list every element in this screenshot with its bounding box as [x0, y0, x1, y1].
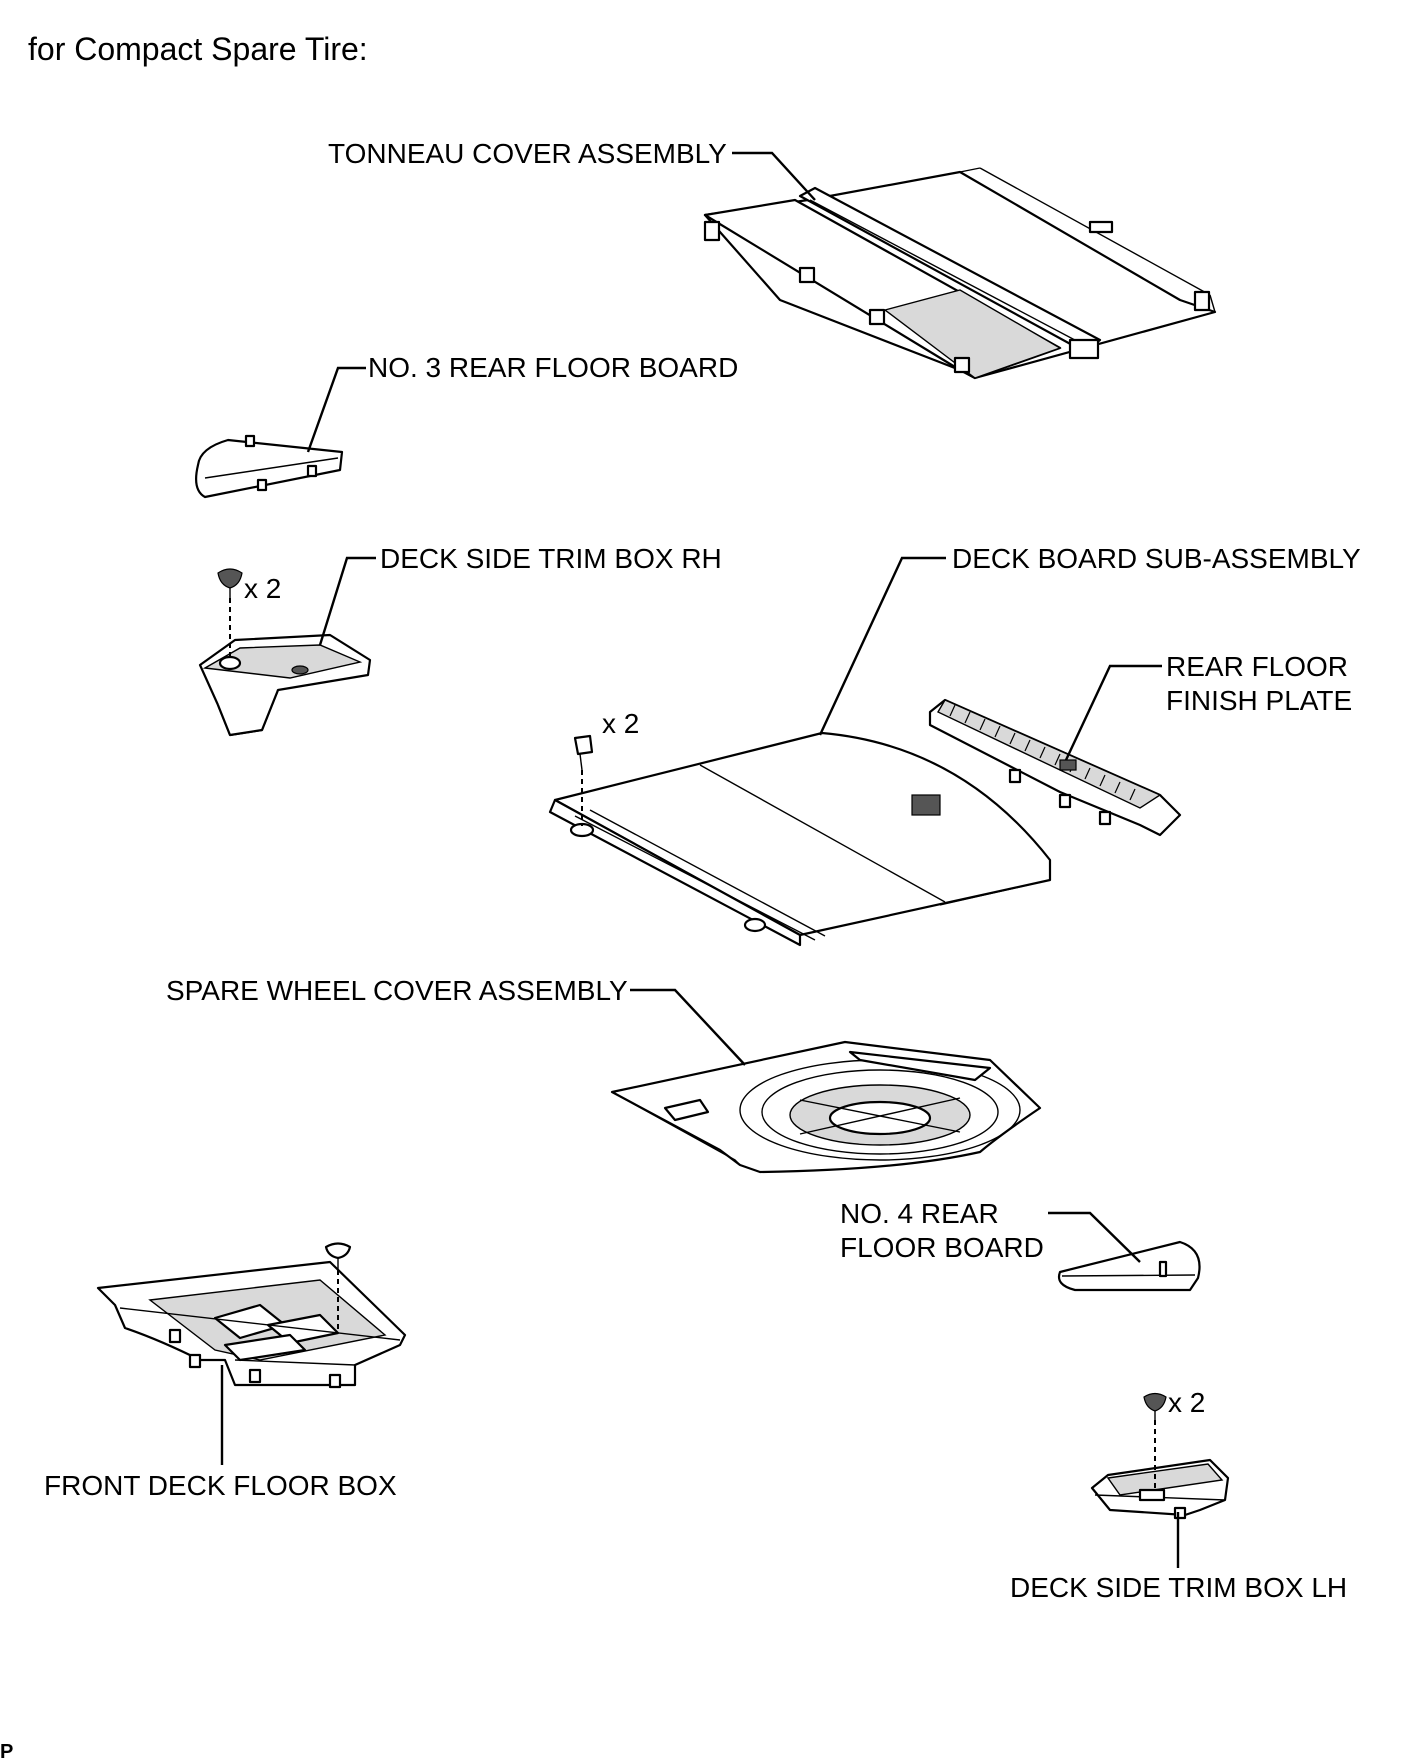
leader-rear-floor-finish-plate [1064, 664, 1162, 761]
deck-side-trim-box-rh [198, 633, 372, 737]
rh-clip-quantity: x 2 [244, 573, 281, 604]
deck-board-bolt-icon [573, 734, 594, 826]
label-no4-rear-floor-board-line2: FLOOR BOARD [840, 1232, 1044, 1263]
leader-no3-rear-floor-board [306, 366, 366, 453]
label-rear-floor-finish-plate-line1: REAR FLOOR [1166, 651, 1348, 682]
rh-clip-icon [217, 568, 243, 660]
deck-side-trim-box-lh [1090, 1458, 1230, 1520]
deck-board-sub-assembly [548, 731, 1052, 947]
no4-rear-floor-board [1057, 1240, 1201, 1292]
label-deck-side-trim-box-rh: DECK SIDE TRIM BOX RH [380, 543, 722, 574]
leader-tonneau-cover [732, 151, 816, 201]
leader-no4-rear-floor-board [1048, 1211, 1141, 1263]
tonneau-cover-assembly [703, 167, 1217, 380]
deck-board-bolt-quantity: x 2 [602, 708, 639, 739]
label-spare-wheel-cover-assembly: SPARE WHEEL COVER ASSEMBLY [166, 975, 628, 1006]
leader-deck-side-trim-box-rh [318, 556, 376, 646]
front-deck-floor-box-clip-icon [324, 1242, 352, 1330]
lh-clip-icon [1143, 1392, 1167, 1488]
label-deck-board-sub-assembly: DECK BOARD SUB-ASSEMBLY [952, 543, 1361, 574]
label-no3-rear-floor-board: NO. 3 REAR FLOOR BOARD [368, 352, 738, 383]
front-deck-floor-box [96, 1260, 407, 1389]
label-no4-rear-floor-board-line1: NO. 4 REAR [840, 1198, 999, 1229]
leader-spare-wheel-cover [630, 988, 746, 1066]
lh-clip-quantity: x 2 [1168, 1387, 1205, 1418]
label-tonneau-cover-assembly: TONNEAU COVER ASSEMBLY [328, 138, 727, 169]
diagram-header: for Compact Spare Tire: [28, 31, 368, 67]
leader-deck-board [818, 556, 946, 736]
rear-floor-finish-plate [928, 698, 1182, 837]
spare-wheel-cover-assembly [610, 1040, 1042, 1174]
footer-code: P [0, 1741, 13, 1763]
no3-rear-floor-board [195, 434, 344, 499]
label-front-deck-floor-box: FRONT DECK FLOOR BOX [44, 1470, 397, 1501]
label-rear-floor-finish-plate-line2: FINISH PLATE [1166, 685, 1352, 716]
label-deck-side-trim-box-lh: DECK SIDE TRIM BOX LH [1010, 1572, 1347, 1603]
